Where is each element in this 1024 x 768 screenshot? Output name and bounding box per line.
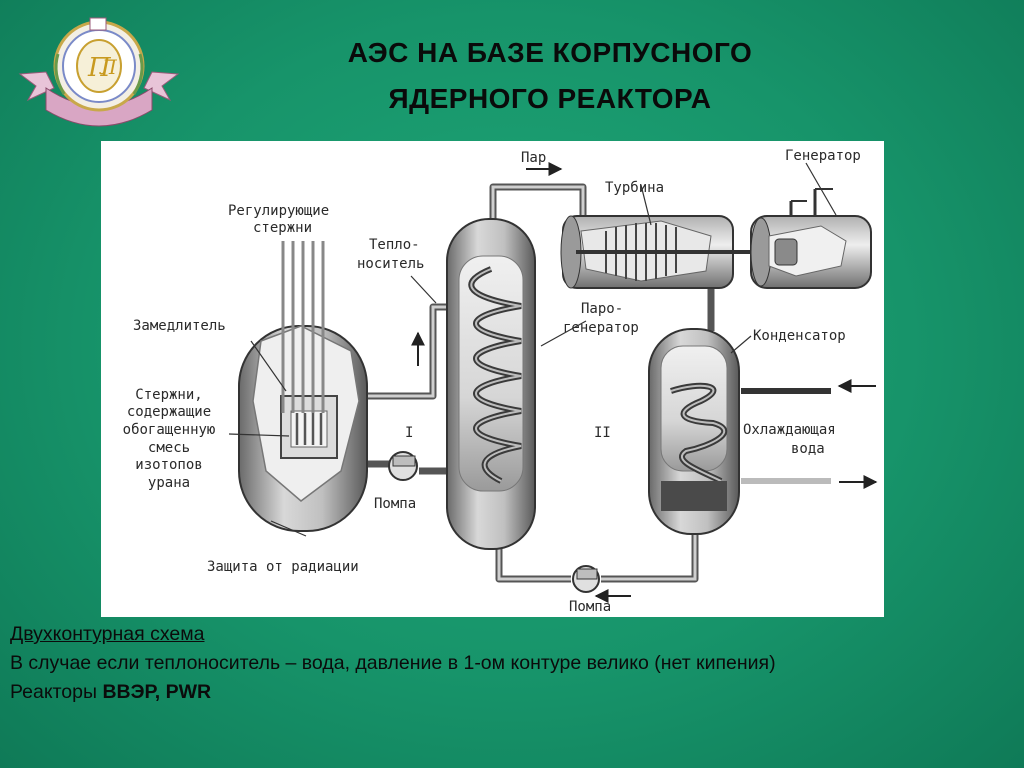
label-steam-gen-1: Паро- bbox=[581, 301, 623, 317]
label-cooling-water-2: вода bbox=[791, 441, 825, 457]
label-control-rods-2: стержни bbox=[253, 220, 312, 236]
label-moderator: Замедлитель bbox=[133, 318, 226, 334]
control-rods bbox=[281, 241, 325, 413]
label-radiation-shield: Защита от радиации bbox=[207, 559, 359, 575]
steam-generator bbox=[446, 218, 536, 550]
condenser bbox=[648, 328, 740, 535]
label-pump-secondary: Помпа bbox=[569, 599, 611, 615]
npp-schematic-diagram: Регулирующие стержни Тепло- носитель Зам… bbox=[101, 141, 884, 617]
notes-reactors-types: ВВЭР, PWR bbox=[102, 681, 212, 703]
label-coolant-2: носитель bbox=[357, 256, 424, 272]
label-coolant-1: Тепло- bbox=[369, 237, 420, 253]
notes-line-pressure: В случае если теплоноситель – вода, давл… bbox=[10, 652, 776, 674]
label-generator: Генератор bbox=[785, 148, 861, 164]
svg-text:Л: Л bbox=[99, 55, 118, 79]
page-title: АЭС НА БАЗЕ КОРПУСНОГО ЯДЕРНОГО РЕАКТОРА bbox=[200, 30, 900, 122]
pipework-inner bbox=[363, 185, 697, 581]
flow-arrows bbox=[411, 162, 878, 603]
notes-line-reactors: Реакторы ВВЭР, PWR bbox=[10, 678, 1020, 707]
label-fuel-6: урана bbox=[148, 475, 190, 491]
svg-text:П: П bbox=[87, 53, 112, 83]
notes-line-scheme: Двухконтурная схема bbox=[10, 623, 205, 645]
primary-pump bbox=[388, 451, 418, 481]
label-steam: Пар bbox=[521, 150, 546, 166]
university-emblem-logo: П Л bbox=[18, 14, 180, 140]
label-fuel-4: смесь bbox=[148, 440, 190, 456]
label-turbine: Турбина bbox=[605, 180, 664, 196]
label-condenser: Конденсатор bbox=[753, 328, 846, 344]
reactor-vessel bbox=[238, 325, 368, 532]
label-fuel-5: изотопов bbox=[135, 457, 202, 473]
diagram-labels: Регулирующие стержни Тепло- носитель Зам… bbox=[123, 148, 861, 615]
label-fuel-2: содержащие bbox=[127, 404, 211, 420]
generator bbox=[750, 188, 872, 289]
title-line-1: АЭС НА БАЗЕ КОРПУСНОГО bbox=[347, 37, 753, 68]
turbine bbox=[560, 215, 766, 289]
label-loop-one: I bbox=[405, 425, 413, 441]
secondary-pump bbox=[572, 565, 600, 593]
leader-lines bbox=[228, 162, 837, 537]
label-pump-primary: Помпа bbox=[374, 496, 416, 512]
title-line-2: ЯДЕРНОГО РЕАКТОРА bbox=[388, 83, 712, 114]
label-fuel-3: обогащенную bbox=[123, 422, 216, 438]
notes-reactors-prefix: Реакторы bbox=[10, 681, 103, 703]
label-control-rods-1: Регулирующие bbox=[228, 203, 329, 219]
label-fuel-1: Стержни, bbox=[135, 387, 202, 403]
label-steam-gen-2: генератор bbox=[563, 320, 639, 336]
notes-block: Двухконтурная схема В случае если теплон… bbox=[10, 620, 1020, 707]
label-loop-two: II bbox=[594, 425, 611, 441]
label-cooling-water-1: Охлаждающая bbox=[743, 422, 836, 438]
